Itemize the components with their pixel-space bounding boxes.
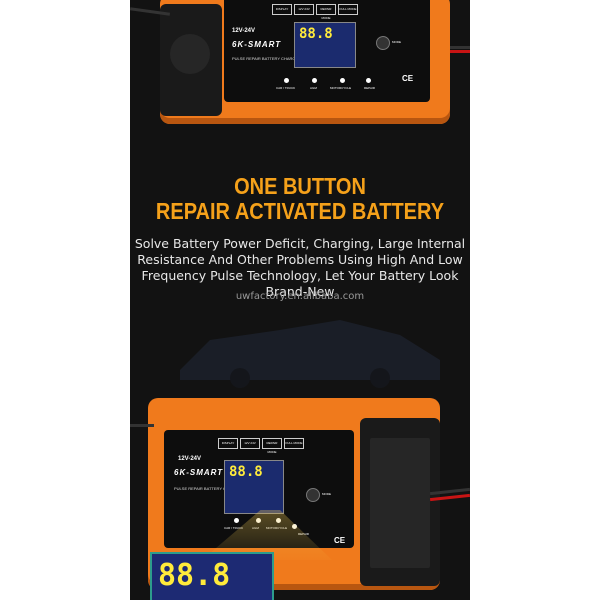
feature-icon-display: DISPLAY <box>218 438 238 449</box>
feature-icon-voltage: 12V 24V <box>240 438 260 449</box>
mode-indicator <box>312 78 317 83</box>
charger-vent <box>170 34 210 74</box>
charger-front-panel: DISPLAY 12V 24V REPAIR MODE FULL MODE 12… <box>224 0 430 102</box>
bottom-charger-image: DISPLAY 12V 24V REPAIR MODE FULL MODE 12… <box>148 398 440 590</box>
charger-vent <box>370 438 430 568</box>
feature-icon-repair: REPAIR MODE <box>316 4 336 20</box>
lcd-digits: 88.8 <box>299 26 333 42</box>
mode-label-car: CAR / TRUCK <box>224 526 244 530</box>
mode-indicator <box>276 518 281 523</box>
mode-label-agm: AGM <box>252 526 259 530</box>
mode-indicator <box>292 524 297 529</box>
watermark-text: uwfactory.en.alibaba.com <box>235 291 365 302</box>
product-subtitle: PULSE REPAIR BATTERY CHARGER <box>174 486 244 491</box>
lcd-display: 88.8 <box>224 460 284 514</box>
product-subtitle: PULSE REPAIR BATTERY CHARGER <box>232 56 302 61</box>
mode-button <box>376 36 390 50</box>
mode-indicator <box>234 518 239 523</box>
feature-icon-repair: REPAIR MODE <box>262 438 282 454</box>
zoomed-lcd-display: 88.8 <box>150 552 274 600</box>
headline-line-2: REPAIR ACTIVATED BATTERY <box>155 199 445 225</box>
product-panel: DISPLAY 12V 24V REPAIR MODE FULL MODE 12… <box>130 0 470 600</box>
ce-mark: CE <box>402 74 414 83</box>
mode-label-motorcycle: MOTORCYCLE <box>266 526 287 530</box>
lcd-display: 88.8 <box>294 22 356 68</box>
ce-mark: CE <box>334 536 346 545</box>
power-cord <box>130 424 154 427</box>
lcd-digits: 88.8 <box>229 464 263 480</box>
mode-button-label: MODE <box>392 40 401 44</box>
car-silhouette <box>180 320 440 388</box>
mode-button <box>306 488 320 502</box>
mode-label-repair: REPAIR <box>364 86 375 90</box>
mode-indicator <box>366 78 371 83</box>
feature-icon-full: FULL MODE <box>284 438 304 449</box>
brand-label: 6K-SMART <box>174 468 224 477</box>
model-label: 12V-24V <box>178 456 202 462</box>
output-cable <box>450 50 470 53</box>
zoomed-lcd-digits: 88.8 <box>158 558 231 593</box>
charger-front-panel: DISPLAY 12V 24V REPAIR MODE FULL MODE 12… <box>164 430 354 548</box>
brand-label: 6K-SMART <box>232 40 282 49</box>
feature-icon-display: DISPLAY <box>272 4 292 15</box>
feature-icon-full: FULL MODE <box>338 4 358 15</box>
mode-indicator <box>340 78 345 83</box>
model-label: 12V-24V <box>232 28 256 34</box>
mode-button-label: MODE <box>322 492 331 496</box>
mode-label-motorcycle: MOTORCYCLE <box>330 86 352 90</box>
feature-icon-voltage: 12V 24V <box>294 4 314 15</box>
mode-label-repair: REPAIR <box>298 532 309 536</box>
mode-label-car: CAR / TRUCK <box>276 86 296 90</box>
mode-indicator <box>256 518 261 523</box>
mode-label-agm: AGM <box>310 86 317 90</box>
top-charger-image: DISPLAY 12V 24V REPAIR MODE FULL MODE 12… <box>160 0 470 124</box>
output-cable <box>450 46 470 49</box>
headline-line-1: ONE BUTTON <box>234 174 366 200</box>
description-text: Solve Battery Power Deficit, Charging, L… <box>134 236 466 299</box>
mode-indicator <box>284 78 289 83</box>
